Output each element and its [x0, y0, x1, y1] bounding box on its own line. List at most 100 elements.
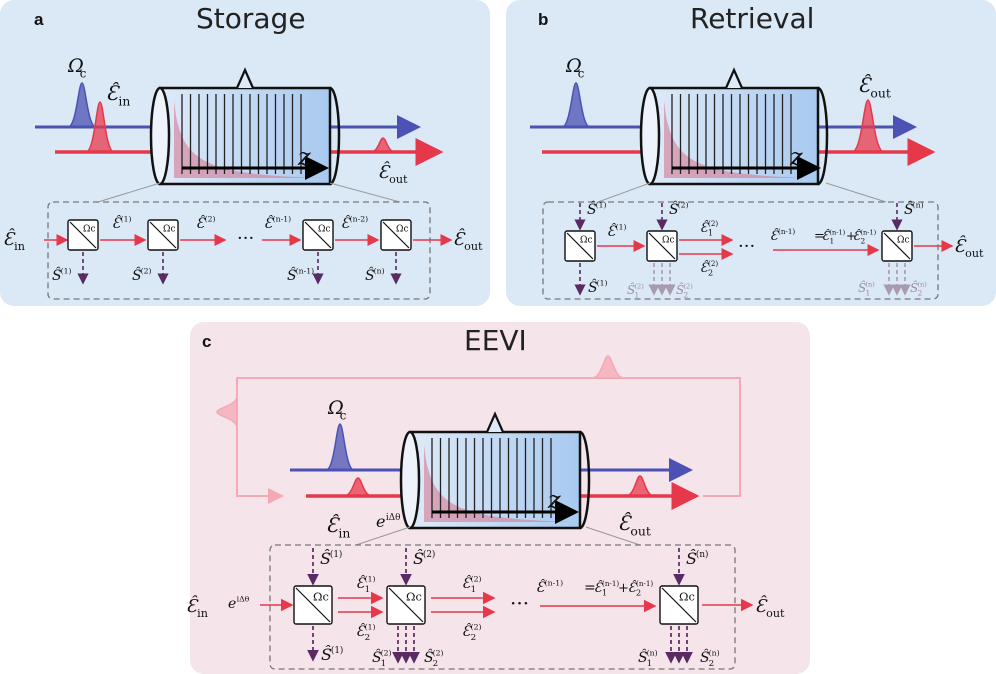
- panel-c-splitter-3: Ωc: [659, 585, 699, 625]
- panel-b-spin-grey-label-2-sub: 2: [683, 290, 688, 299]
- panel-b-z-label: z: [789, 143, 803, 171]
- panel-c-e-out-label: Ɛ̂out: [618, 511, 651, 539]
- panel-c-spin-in-label-2-base: Ŝ: [413, 548, 424, 568]
- panel-b-zoom-left: [597, 182, 651, 203]
- panel-a-spin-label-1: Ŝ(1): [52, 266, 72, 284]
- panel-b-omega-label-sub: c: [578, 66, 585, 80]
- panel-b-merge-left-base: Ɛ̂: [770, 228, 780, 244]
- panel-b-split-label-1-base: Ɛ̂: [700, 220, 710, 236]
- panel-a-splitter-2-omega: Ωc: [163, 224, 176, 234]
- panel-c-merge-term-1: Ɛ̂1(n-1): [594, 579, 619, 597]
- panel-b-spin-grey-label-4-sub: 2: [917, 288, 922, 297]
- panel-b-spin-in-label-3-base: Ŝ: [904, 200, 914, 218]
- panel-b-merge-term-2-sup: (n-1): [860, 229, 876, 237]
- panel-c-spin-out-label-1-sup: (1): [331, 645, 343, 656]
- panel-b-field-label-1-base: Ɛ̂: [607, 222, 617, 240]
- panel-b-title: Retrieval: [690, 2, 815, 35]
- panel-c-splitter-1-omega: Ωc: [313, 589, 329, 603]
- panel-b-e-out-label-base: Ɛ̂: [858, 73, 872, 97]
- panel-b-splitter-3: Ωc: [881, 230, 913, 262]
- panel-c-split-label-3: Ɛ̂1(2): [462, 574, 482, 594]
- panel-c-split-label-1: Ɛ̂1(1): [356, 574, 376, 594]
- panel-a-field-label-2: Ɛ̂(2): [196, 214, 216, 232]
- panel-b-spin-in-label-1-sup: (1): [596, 201, 607, 210]
- panel-b-split-label-1-sub: 1: [708, 229, 713, 238]
- panel-a-spin-label-2-base: Ŝ: [132, 266, 142, 284]
- panel-b-spin-grey-label-2-sup: (2): [683, 283, 693, 291]
- panel-a-title: Storage: [196, 2, 306, 35]
- panel-a-atomic-cell-right-cap: [329, 86, 341, 186]
- panel-a-atomic-cell-left-cap: [149, 86, 171, 186]
- panel-a-field-label-1-sup: (1): [121, 215, 132, 224]
- panel-a-splitter-4-diagonal: [382, 221, 410, 249]
- panel-b-ellipsis: ···: [738, 236, 755, 257]
- panel-a-omega-label-base: Ω: [67, 55, 84, 77]
- panel-a-zoom-right: [329, 182, 401, 203]
- panel-c-output-pulse: [625, 475, 655, 497]
- panel-b-atomic-cell-spin-distribution: [664, 100, 808, 178]
- panel-c-spin-out-label-5-sub: 2: [709, 659, 715, 669]
- panel-c-chain-e-out-sub: out: [766, 607, 785, 620]
- panel-c-chain-phase-base: e: [228, 596, 236, 612]
- panel-c-atomic-cell-left-cap: [399, 430, 421, 530]
- panel-b-spin-in-label-1: Ŝ(1): [587, 200, 607, 218]
- panel-a-omega-label: Ωc: [67, 55, 87, 80]
- panel-c-e-in-label: Ɛ̂in: [326, 513, 350, 541]
- panel-b-control-pulse: [561, 82, 591, 128]
- panel-a-splitter-4-omega: Ωc: [396, 224, 409, 234]
- panel-b-spin-in-label-2-sup: (2): [678, 201, 689, 210]
- panel-a-splitter-3-diagonal: [304, 221, 332, 249]
- panel-a-splitter-1: Ωc: [67, 219, 99, 251]
- panel-a-field-label-3-base: Ɛ̂: [264, 214, 274, 232]
- panel-c-e-out-label-sub: out: [630, 524, 650, 539]
- panel-b-output-pulse: [851, 99, 885, 153]
- panel-b-spin-grey-label-1-sup: (2): [634, 283, 644, 291]
- panel-a-e-in-label-base: Ɛ̂: [106, 81, 120, 105]
- panel-a-z-label: z: [297, 143, 311, 171]
- panel-b-merge-left: Ɛ̂(n-1): [770, 227, 795, 244]
- panel-c-omega-label: Ωc: [327, 397, 347, 422]
- panel-c-zoom-right: [585, 526, 641, 546]
- panel-c-merge-term-2-sup: (n-1): [636, 579, 653, 588]
- panel-c-spin-out-label-3-sup: (2): [433, 649, 444, 658]
- panel-b-merge-term-1-sup: (n-1): [829, 229, 845, 237]
- panel-b-spin-out-label-1-base: Ŝ: [588, 278, 598, 296]
- panel-b-omega-label-base: Ω: [565, 55, 582, 77]
- panel-b-merge-term-1-sub: 1: [829, 236, 834, 245]
- panel-b-spin-out-label-1: Ŝ(1): [588, 278, 608, 296]
- panel-c-chain-box: [269, 544, 736, 670]
- panel-c-split-label-2: Ɛ̂2(1): [356, 622, 376, 642]
- panel-c-split-label-2-sub: 2: [365, 633, 371, 643]
- panel-c-merge-term-2-sub: 2: [636, 589, 641, 598]
- panel-c-chain-e-in: Ɛ̂in: [186, 595, 208, 620]
- panel-c-atomic-cell-spin-distribution: [424, 444, 570, 522]
- panel-c-split-label-1-sub: 1: [365, 585, 371, 595]
- panel-a-atomic-cell-spin-distribution: [174, 100, 320, 178]
- panel-a-splitter-1-diagonal: [69, 221, 97, 249]
- panel-c-merge-plus: +: [618, 581, 629, 596]
- panel-b-spin-in-label-2: Ŝ(2): [669, 200, 689, 218]
- panel-b-chain-box: [542, 201, 939, 300]
- panel-b-splitter-2: Ωc: [646, 230, 678, 262]
- panel-a-ellipsis: ···: [237, 228, 254, 249]
- panel-b-e-out-label: Ɛ̂out: [858, 73, 891, 101]
- panel-a-field-label-4-sup: (n-2): [350, 215, 368, 224]
- panel-c-spin-out-label-5-base: Ŝ: [700, 648, 710, 666]
- panel-c-split-label-4-sup: (2): [471, 623, 482, 632]
- panel-c-spin-out-label-4-sub: 1: [647, 659, 653, 669]
- panel-a-field-label-1-base: Ɛ̂: [112, 214, 122, 232]
- panel-b-spin-grey-label-4-base: Ŝ: [910, 279, 918, 295]
- panel-c-phase-label-sup: iΔθ: [386, 513, 400, 523]
- panel-a-atomic-cell-top-bump: [235, 67, 255, 89]
- panel-c-loop-pulse-side: [216, 395, 238, 429]
- panel-c-spin-in-label-2: Ŝ(2): [413, 548, 435, 568]
- panel-c-chain-e-in-base: Ɛ̂: [186, 595, 199, 617]
- panel-a-e-out-label-base: Ɛ̂: [378, 161, 391, 183]
- panel-a-spin-label-4: Ŝ(n): [365, 266, 385, 284]
- panel-a-spin-label-3: Ŝ(n-1): [287, 266, 314, 284]
- panel-b-label: b: [538, 10, 549, 29]
